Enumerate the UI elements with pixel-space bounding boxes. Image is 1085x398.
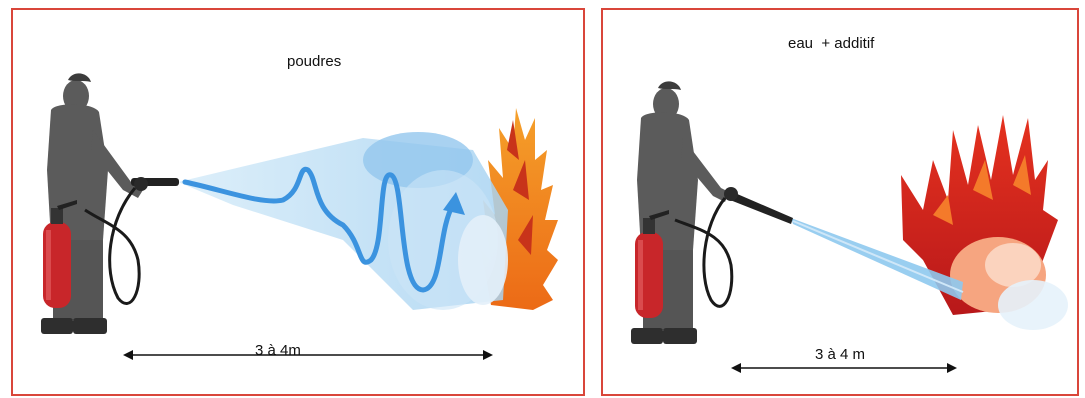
water-illustration (603, 10, 1081, 398)
panel-powder: poudres 3 à 4m (11, 8, 585, 396)
powder-spray-cone (178, 132, 508, 310)
panel-title: eau + additif (788, 36, 874, 51)
nozzle (724, 187, 793, 224)
flame-icon (901, 115, 1068, 330)
distance-label: 3 à 4m (255, 343, 301, 358)
distance-label: 3 à 4 m (815, 347, 865, 362)
panel-water-additive: eau + additif 3 à 4 m (601, 8, 1079, 396)
distance-arrow (123, 350, 493, 360)
panel-title: poudres (287, 54, 341, 69)
distance-arrow (731, 363, 957, 373)
nozzle (131, 177, 179, 191)
